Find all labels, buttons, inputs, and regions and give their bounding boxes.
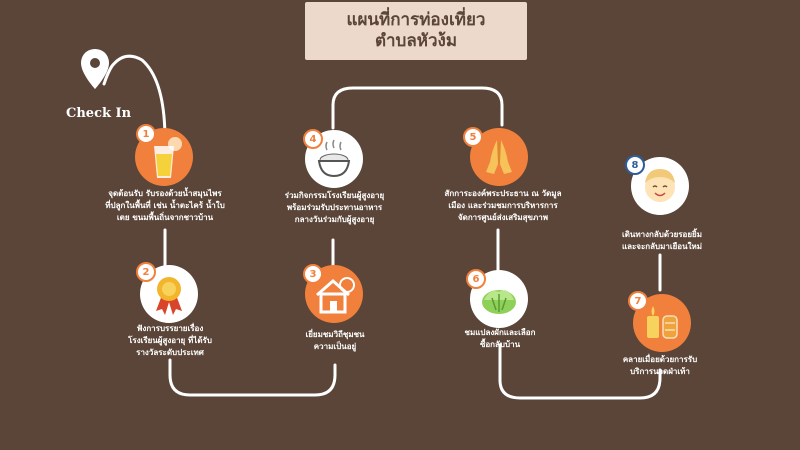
praying-hands-icon <box>486 140 512 174</box>
step-5-description: สักการะองค์พระประธาน ณ วัดมูล เมือง และร… <box>433 188 573 224</box>
step-7-description: คลายเมื่อยด้วยการรับ บริการนวดฝ่าเท้า <box>600 354 720 378</box>
award-medal-icon <box>156 277 182 315</box>
step-5-number: 5 <box>463 127 483 147</box>
step-2-line: ฟังการบรรยายเรื่อง <box>136 324 204 333</box>
step-8-line: และจะกลับมาเยือนใหม่ <box>621 242 703 251</box>
step-7-number: 7 <box>628 291 648 311</box>
step-3-number: 3 <box>303 264 323 284</box>
title-line-1: แผนที่การท่องเที่ยว <box>346 10 486 30</box>
step-2-description: ฟังการบรรยายเรื่อง โรงเรียนผู้สูงอายุ ที… <box>100 323 240 359</box>
step-3-description: เยี่ยมชมวิถีชุมชน ความเป็นอยู่ <box>275 329 395 353</box>
step-3-line: ความเป็นอยู่ <box>313 342 357 351</box>
house-tree-icon <box>316 277 355 314</box>
step-8-number: 8 <box>625 155 645 175</box>
step-6-line: ซื้อกลับบ้าน <box>479 340 521 349</box>
step-1-description: จุดต้อนรับ รับรองด้วยน้ำสมุนไพร ที่ปลูกใ… <box>95 188 235 224</box>
step-8-description: เดินทางกลับด้วยรอยยิ้ม และจะกลับมาเยือนใ… <box>607 229 717 253</box>
step-2-line: รางวัลระดับประเทศ <box>136 348 204 357</box>
step-4-circle <box>305 130 363 188</box>
step-5-line: จัดการศูนย์ส่งเสริมสุขภาพ <box>457 213 549 222</box>
step-1-line: ที่ปลูกในพื้นที่ เช่น น้ำตะไคร้ น้ำใบ <box>105 201 225 210</box>
check-in-label: Check In <box>66 106 132 121</box>
step-4-description: ร่วมกิจกรรมโรงเรียนผู้สูงอายุ พร้อมร่วมร… <box>262 190 407 226</box>
step-4-number: 4 <box>303 129 323 149</box>
step-6-line: ชมแปลงผักและเลือก <box>464 328 536 337</box>
step-5-line: สักการะองค์พระประธาน ณ วัดมูล <box>444 189 562 198</box>
smiling-face-icon <box>645 169 675 202</box>
title-line-2: ตำบลหัวง้ม <box>374 31 458 51</box>
step-5-line: เมือง และร่วมชมการบริหารการ <box>448 201 558 210</box>
cabbage-icon <box>482 290 516 314</box>
step-1-number: 1 <box>136 124 156 144</box>
step-6-circle <box>470 270 528 328</box>
step-2-line: โรงเรียนผู้สูงอายุ ที่ได้รับ <box>128 336 212 345</box>
step-6-number: 6 <box>466 269 486 289</box>
step-4-line: กลางวันร่วมกับผู้สูงอายุ <box>294 215 375 224</box>
step-1-circle <box>135 128 193 186</box>
title-banner: แผนที่การท่องเที่ยว ตำบลหัวง้ม <box>305 2 527 60</box>
step-3-line: เยี่ยมชมวิถีชุมชน <box>305 330 365 339</box>
step-6-description: ชมแปลงผักและเลือก ซื้อกลับบ้าน <box>450 327 550 351</box>
rice-bowl-icon <box>317 139 351 178</box>
massage-candle-icon <box>647 306 678 339</box>
step-8-circle <box>631 157 689 215</box>
step-2-number: 2 <box>136 262 156 282</box>
step-4-line: ร่วมกิจกรรมโรงเรียนผู้สูงอายุ <box>284 191 385 200</box>
step-1-line: เตย ขนมพื้นถิ่นจากชาวบ้าน <box>116 213 214 222</box>
step-4-line: พร้อมร่วมรับประทานอาหาร <box>286 203 383 212</box>
step-7-line: คลายเมื่อยด้วยการรับ <box>622 355 698 364</box>
step-8-line: เดินทางกลับด้วยรอยยิ้ม <box>621 230 703 239</box>
map-pin-icon <box>81 49 109 89</box>
step-1-line: จุดต้อนรับ รับรองด้วยน้ำสมุนไพร <box>108 189 222 198</box>
step-7-line: บริการนวดฝ่าเท้า <box>630 367 690 376</box>
juice-glass-icon <box>154 137 182 178</box>
